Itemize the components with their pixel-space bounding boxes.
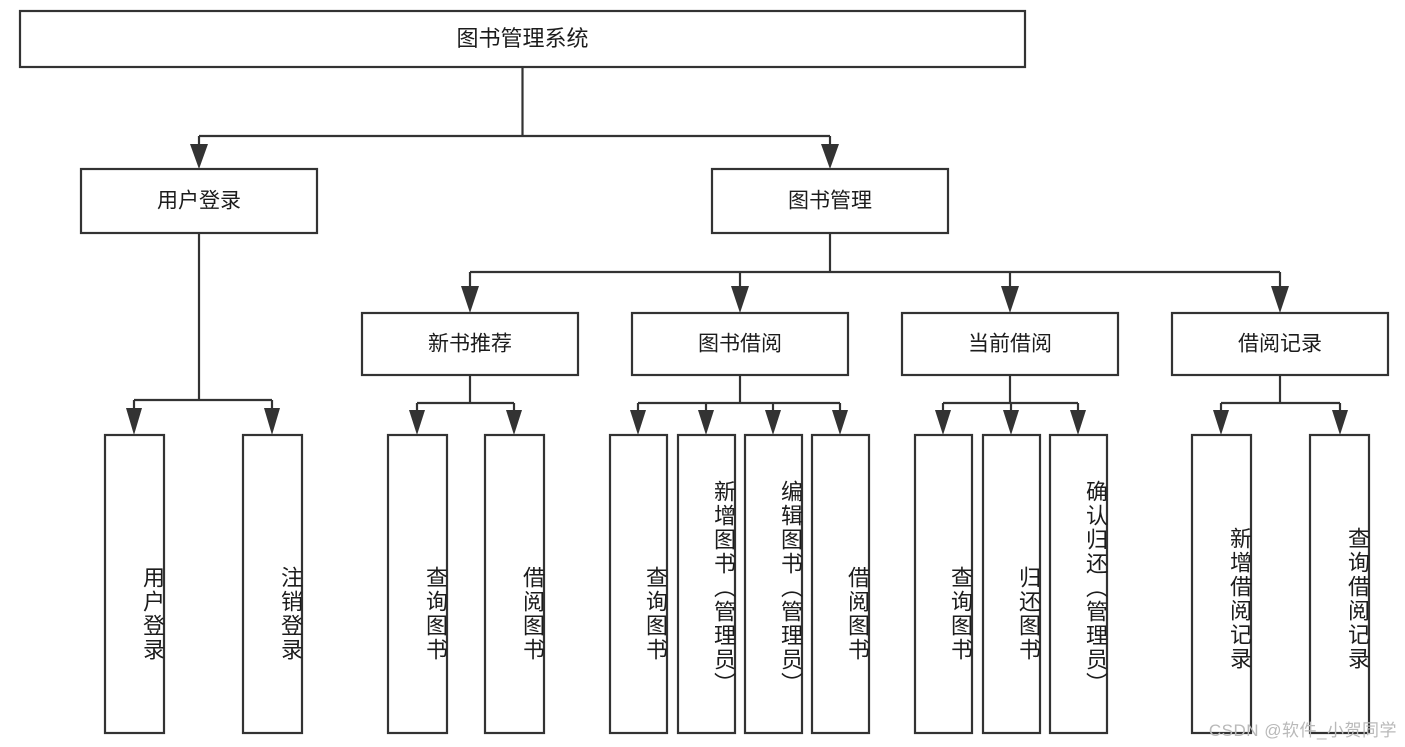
arrow-head-user-login bbox=[190, 144, 208, 169]
connector-group-book-borrow bbox=[630, 375, 848, 435]
arrow-head-book-borrow bbox=[731, 286, 749, 313]
csdn-watermark: CSDN @软件_小贺同学 bbox=[1208, 721, 1397, 740]
leaf-box-borrow-book-2[interactable] bbox=[810, 433, 871, 735]
arrow-head-current-borrow bbox=[1001, 286, 1019, 313]
node-current-borrow[interactable]: 当前借阅 bbox=[900, 311, 1120, 377]
node-current-borrow-label: 当前借阅 bbox=[968, 333, 1052, 356]
node-user-login-label: 用户登录 bbox=[157, 190, 241, 213]
arrow-head-leaf-borrow-book-1 bbox=[506, 410, 522, 435]
leaf-boxes bbox=[103, 433, 1371, 735]
arrow-head-leaf-confirm-return bbox=[1070, 410, 1086, 435]
connector-group-book-mgmt bbox=[461, 233, 1289, 313]
node-borrow-record-box[interactable] bbox=[1170, 311, 1390, 377]
node-root-system[interactable]: 图书管理系统 bbox=[18, 9, 1027, 69]
arrow-head-leaf-add-record bbox=[1213, 410, 1229, 435]
node-book-management-box[interactable] bbox=[710, 167, 950, 235]
leaf-box-user-login[interactable] bbox=[103, 433, 166, 735]
node-borrow-record-label: 借阅记录 bbox=[1238, 333, 1322, 356]
arrow-head-new-book-rec bbox=[461, 286, 479, 313]
leaf-box-query-book-1[interactable] bbox=[386, 433, 449, 735]
connector-group-user-login bbox=[126, 233, 280, 435]
leaf-box-return-book[interactable] bbox=[981, 433, 1042, 735]
arrow-head-leaf-user-login bbox=[126, 408, 142, 435]
leaf-box-logout[interactable] bbox=[241, 433, 304, 735]
node-new-book-recommend-label: 新书推荐 bbox=[428, 333, 512, 356]
leaf-box-query-record[interactable] bbox=[1308, 433, 1371, 735]
leaf-box-edit-book[interactable] bbox=[743, 433, 804, 735]
node-book-management-label: 图书管理 bbox=[788, 190, 872, 213]
leaf-box-confirm-return[interactable] bbox=[1048, 433, 1109, 735]
node-book-borrow-box[interactable] bbox=[630, 311, 850, 377]
arrow-head-leaf-query-book-3 bbox=[935, 410, 951, 435]
node-book-management[interactable]: 图书管理 bbox=[710, 167, 950, 235]
arrow-head-leaf-add-book bbox=[698, 410, 714, 435]
node-book-borrow[interactable]: 图书借阅 bbox=[630, 311, 850, 377]
leaf-box-query-book-2[interactable] bbox=[608, 433, 669, 735]
arrow-head-borrow-record bbox=[1271, 286, 1289, 313]
node-current-borrow-box[interactable] bbox=[900, 311, 1120, 377]
node-root-system-box[interactable] bbox=[18, 9, 1027, 69]
node-book-borrow-label: 图书借阅 bbox=[698, 333, 782, 356]
node-user-login-box[interactable] bbox=[79, 167, 319, 235]
arrow-head-leaf-query-record bbox=[1332, 410, 1348, 435]
connector-group-new-book-rec bbox=[409, 375, 522, 435]
leaf-box-add-book[interactable] bbox=[676, 433, 737, 735]
connector-group-current-borrow bbox=[935, 375, 1086, 435]
node-user-login[interactable]: 用户登录 bbox=[79, 167, 319, 235]
arrow-head-leaf-return-book bbox=[1003, 410, 1019, 435]
leaf-box-query-book-3[interactable] bbox=[913, 433, 974, 735]
leaf-box-borrow-book-1[interactable] bbox=[483, 433, 546, 735]
arrow-head-leaf-edit-book bbox=[765, 410, 781, 435]
arrow-head-leaf-borrow-book-2 bbox=[832, 410, 848, 435]
leaf-box-add-record[interactable] bbox=[1190, 433, 1253, 735]
connector-group-borrow-record bbox=[1213, 375, 1348, 435]
node-new-book-recommend[interactable]: 新书推荐 bbox=[360, 311, 580, 377]
node-root-system-label: 图书管理系统 bbox=[456, 26, 588, 51]
node-borrow-record[interactable]: 借阅记录 bbox=[1170, 311, 1390, 377]
arrow-head-leaf-query-book-2 bbox=[630, 410, 646, 435]
arrow-head-leaf-query-book-1 bbox=[409, 410, 425, 435]
arrow-head-leaf-logout bbox=[264, 408, 280, 435]
node-new-book-recommend-box[interactable] bbox=[360, 311, 580, 377]
arrow-head-book-mgmt bbox=[821, 144, 839, 169]
connector-group-root bbox=[190, 67, 839, 169]
